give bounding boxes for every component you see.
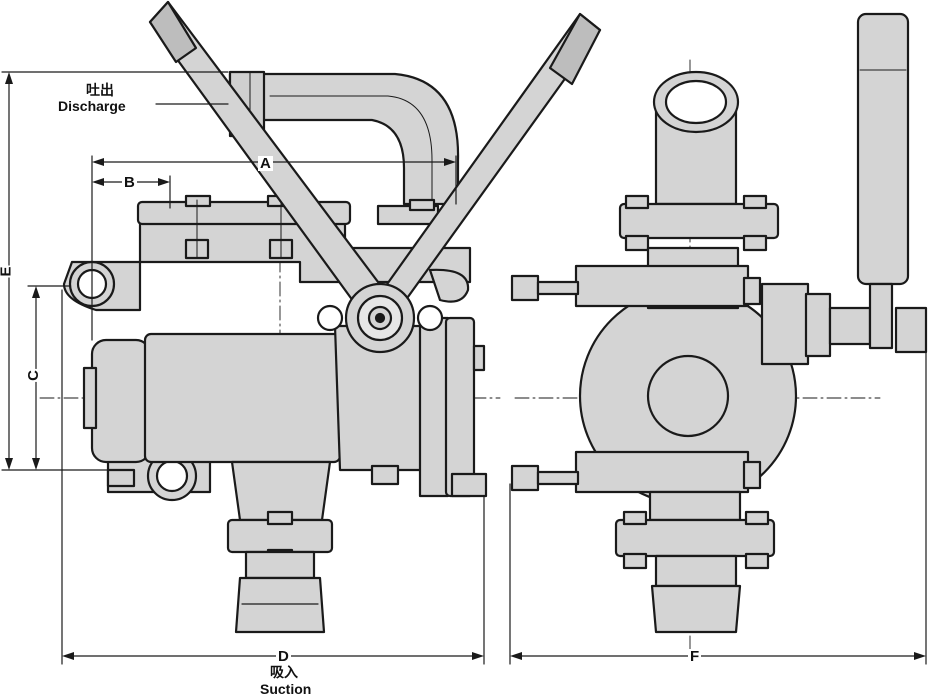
dimension-b-label: B — [122, 174, 137, 191]
front-rods — [510, 274, 580, 492]
suction-label-cn: 吸入 — [270, 665, 298, 681]
suction-nozzle — [226, 460, 334, 634]
dimension-lines — [1, 71, 927, 665]
discharge-label-cn: 吐出 — [86, 83, 114, 99]
front-handle — [856, 12, 928, 354]
dimension-a-label: A — [258, 155, 273, 172]
dimension-d-label: D — [276, 648, 291, 665]
dimension-e-label: E — [0, 265, 16, 278]
dimension-arrows — [5, 72, 926, 660]
dimension-c-label: C — [23, 369, 43, 382]
front-discharge — [618, 70, 780, 252]
suction-label-en: Suction — [260, 681, 312, 697]
front-suction — [614, 490, 776, 634]
discharge-label-en: Discharge — [58, 98, 126, 114]
dimension-f-label: F — [688, 648, 702, 665]
pump-cylinder — [82, 316, 488, 498]
front-body — [574, 246, 872, 506]
